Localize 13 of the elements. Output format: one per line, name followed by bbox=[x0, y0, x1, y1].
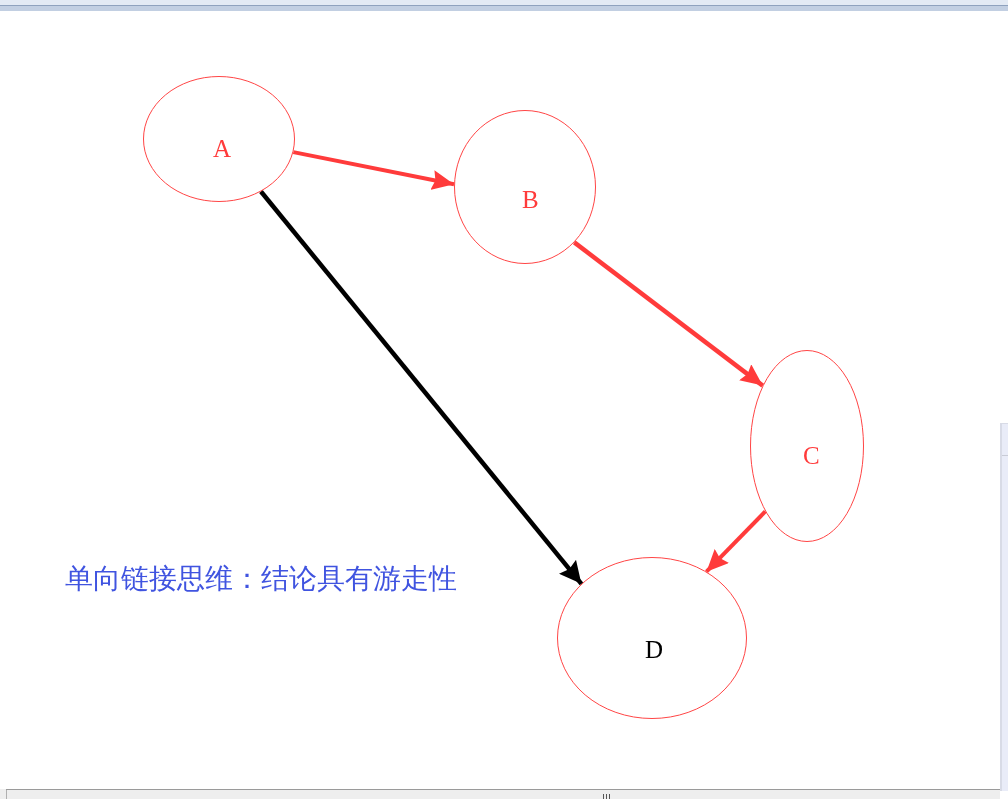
node-label: B bbox=[522, 187, 539, 212]
node-label: D bbox=[645, 637, 664, 662]
ellipse-node bbox=[454, 110, 596, 264]
arrow bbox=[705, 510, 767, 574]
ellipse-node bbox=[143, 76, 295, 202]
ellipse-node bbox=[557, 557, 747, 719]
node-label: C bbox=[803, 443, 820, 468]
annotation-text: 单向链接思维：结论具有游走性 bbox=[65, 562, 457, 596]
node-label: A bbox=[213, 136, 232, 161]
arrow bbox=[259, 190, 584, 586]
arrow bbox=[572, 240, 765, 388]
ellipse-node bbox=[750, 350, 864, 542]
arrow bbox=[292, 150, 455, 190]
